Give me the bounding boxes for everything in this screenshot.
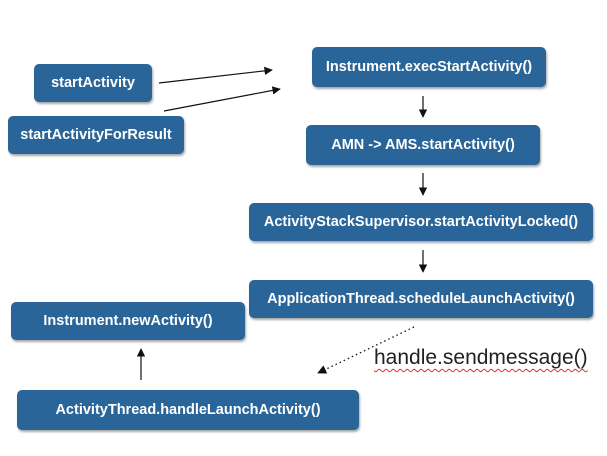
node-start-activity-for-result: startActivityForResult <box>8 116 184 154</box>
edge-start-activity-for-result-to-exec <box>163 86 281 112</box>
node-label: ActivityStackSupervisor.startActivityLoc… <box>263 214 579 230</box>
node-label: Instrument.execStartActivity() <box>325 59 533 75</box>
node-label: ApplicationThread.scheduleLaunchActivity… <box>267 291 575 307</box>
node-new-activity: Instrument.newActivity() <box>11 302 245 340</box>
node-start-activity: startActivity <box>34 64 152 102</box>
node-exec-start-activity: Instrument.execStartActivity() <box>312 47 546 87</box>
node-label: ActivityThread.handleLaunchActivity() <box>55 402 321 418</box>
node-schedule-launch-activity: ApplicationThread.scheduleLaunchActivity… <box>249 280 593 318</box>
node-stack-supervisor: ActivityStackSupervisor.startActivityLoc… <box>249 203 593 241</box>
node-handle-launch-activity: ActivityThread.handleLaunchActivity() <box>17 390 359 430</box>
node-label: startActivityForResult <box>20 127 172 143</box>
edge-annotation-send-message: handle.sendmessage() <box>374 346 588 369</box>
node-label: AMN -> AMS.startActivity() <box>331 137 515 153</box>
edge-start-activity-to-exec <box>158 66 273 84</box>
node-label: startActivity <box>51 75 135 91</box>
node-label: Instrument.newActivity() <box>43 313 213 329</box>
node-amn-ams-start-activity: AMN -> AMS.startActivity() <box>306 125 540 165</box>
